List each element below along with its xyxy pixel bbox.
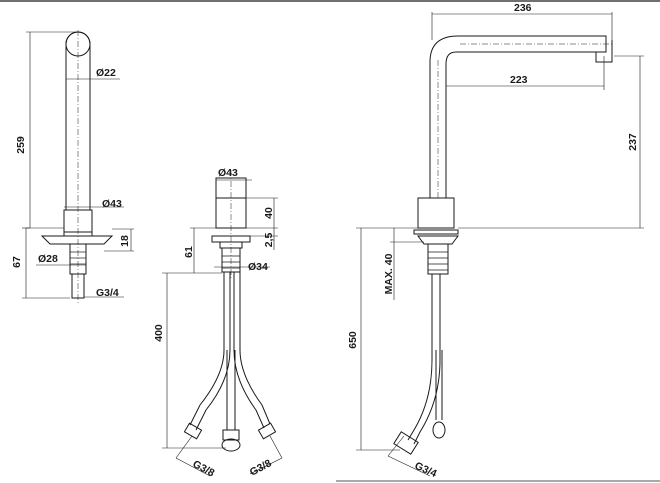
dim-thread-g38-right: G3/8 bbox=[248, 457, 274, 478]
spout-flange bbox=[40, 235, 114, 245]
faucet-hose bbox=[407, 274, 433, 441]
faucet-hose-fitting bbox=[393, 431, 419, 455]
spout-top-cap bbox=[65, 31, 91, 57]
dim-400: 400 bbox=[153, 324, 165, 342]
dim-61: 61 bbox=[183, 246, 195, 258]
hose-center bbox=[226, 350, 236, 430]
dim-diameter-43-side: Ø43 bbox=[102, 198, 122, 210]
dim-650: 650 bbox=[347, 331, 359, 349]
view-side-spout: 259 Ø22 Ø43 67 18 Ø28 G3/4 bbox=[11, 30, 134, 305]
faucet-body bbox=[417, 197, 455, 229]
faucet-spout bbox=[429, 35, 607, 198]
view-body-hoses: Ø43 40 2,5 61 Ø34 400 G3/8 G3/8 bbox=[153, 167, 283, 479]
spout-collar bbox=[63, 231, 93, 237]
dim-diameter-28: Ø28 bbox=[38, 253, 58, 265]
dim-diameter-43-body: Ø43 bbox=[218, 167, 238, 179]
view-front-faucet: 236 223 237 MAX. 40 650 G3/4 bbox=[336, 2, 660, 482]
dim-18: 18 bbox=[119, 235, 131, 247]
hose-right bbox=[233, 272, 265, 429]
dim-diameter-34: Ø34 bbox=[248, 261, 268, 273]
dim-thread-g34-front: G3/4 bbox=[413, 460, 439, 480]
dim-40-body: 40 bbox=[263, 207, 275, 219]
dim-236: 236 bbox=[514, 2, 532, 14]
dim-thread-g38-left: G3/8 bbox=[191, 458, 217, 479]
body-main bbox=[215, 197, 247, 229]
faucet-collar bbox=[413, 229, 459, 235]
hose-right-fitting bbox=[257, 422, 277, 440]
dim-2-5: 2,5 bbox=[263, 233, 275, 248]
dim-259: 259 bbox=[15, 136, 27, 154]
hose-left-fitting bbox=[183, 422, 203, 440]
dim-thread-g34-side: G3/4 bbox=[96, 287, 119, 299]
body-shank bbox=[221, 247, 241, 273]
dim-diameter-22: Ø22 bbox=[96, 67, 116, 79]
dim-67: 67 bbox=[11, 256, 23, 268]
dim-max-40: MAX. 40 bbox=[383, 253, 395, 294]
faucet-flange bbox=[417, 235, 459, 245]
hose-center-fitting bbox=[222, 429, 240, 441]
faucet-hose-second bbox=[435, 350, 443, 420]
spout-outlet bbox=[71, 273, 85, 299]
faucet-shank bbox=[427, 243, 449, 275]
dim-223: 223 bbox=[510, 74, 528, 86]
dim-237: 237 bbox=[627, 133, 639, 151]
hose-left bbox=[189, 272, 225, 426]
